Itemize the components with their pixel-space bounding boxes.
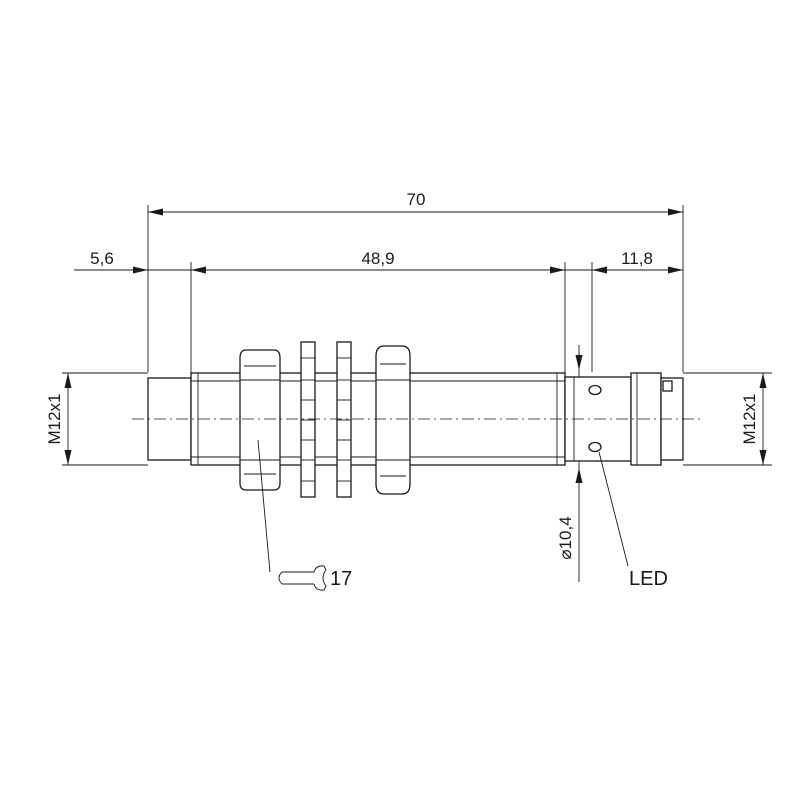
label-connector-length: 11,8 bbox=[621, 249, 653, 268]
label-overall-length: 70 bbox=[407, 190, 426, 209]
led-window-bottom bbox=[588, 441, 602, 453]
dimension-connector bbox=[565, 266, 683, 274]
dimension-thread-right bbox=[759, 373, 767, 465]
label-thread-right: M12x1 bbox=[740, 393, 759, 444]
label-thread-length: 48,9 bbox=[361, 249, 394, 268]
label-wrench-size: 17 bbox=[330, 568, 352, 590]
label-thread-left: M12x1 bbox=[45, 393, 64, 444]
connector-key bbox=[662, 380, 673, 392]
extension-lines bbox=[62, 205, 772, 466]
toothed-washer-left bbox=[300, 341, 316, 498]
label-front-cap-length: 5,6 bbox=[90, 249, 114, 268]
dimension-overall bbox=[148, 208, 683, 216]
wrench-icon bbox=[278, 565, 327, 591]
label-diameter: ⌀10,4 bbox=[556, 516, 575, 559]
sensor-body bbox=[147, 341, 684, 498]
label-led: LED bbox=[629, 568, 668, 590]
led-window-top bbox=[588, 384, 602, 396]
leader-lines bbox=[257, 439, 629, 573]
mounting-nut-left bbox=[239, 349, 281, 491]
toothed-washer-right bbox=[336, 341, 352, 498]
dimension-thread-left bbox=[64, 373, 72, 465]
mounting-nut-right bbox=[375, 345, 411, 495]
dimension-thread bbox=[191, 266, 565, 274]
